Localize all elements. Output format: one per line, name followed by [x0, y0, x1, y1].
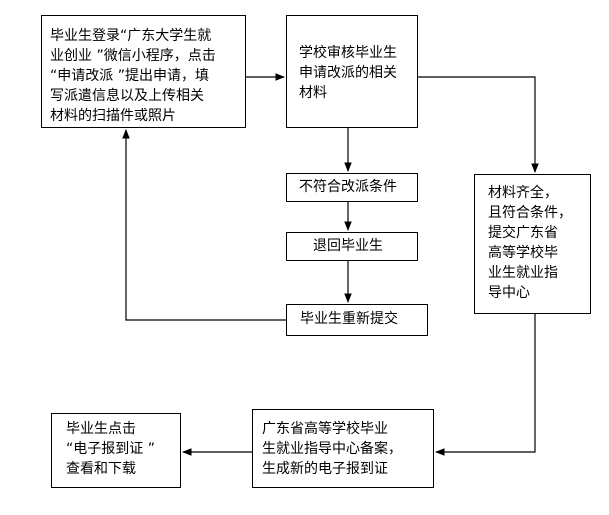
step-school-review-text: 学校审核毕业生 申请改派的相关 材料 [299, 45, 397, 101]
step-download-text: 毕业生点击 “电子报到证 ” 查看和下载 [66, 421, 155, 477]
step-download: 毕业生点击 “电子报到证 ” 查看和下载 [51, 413, 181, 488]
arrow-review-to-eligible [418, 76, 539, 173]
step-school-review: 学校审核毕业生 申请改派的相关 材料 [286, 15, 418, 128]
step-resubmit-text: 毕业生重新提交 [300, 311, 398, 327]
step-center-record: 广东省高等学校毕业 生就业指导中心备案， 生成新的电子报到证 [252, 409, 434, 488]
step-not-eligible: 不符合改派条件 [286, 173, 418, 202]
step-eligible-submit: 材料齐全， 且符合条件， 提交广东省 高等学校毕 业生就业指 导中心 [474, 174, 591, 314]
arrow-eligible-to-center [435, 314, 536, 456]
arrow-resubmit-to-login [122, 129, 286, 321]
step-returned: 退回毕业生 [286, 232, 418, 261]
step-not-eligible-text: 不符合改派条件 [299, 179, 397, 195]
step-eligible-submit-text: 材料齐全， 且符合条件， 提交广东省 高等学校毕 业生就业指 导中心 [488, 185, 572, 301]
step-resubmit: 毕业生重新提交 [286, 304, 428, 336]
step-login-apply-text: 毕业生登录“广东大学生就 业创业 ”微信小程序，点击 “申请改派 ”提出申请，填… [50, 28, 216, 124]
step-center-record-text: 广东省高等学校毕业 生就业指导中心备案， 生成新的电子报到证 [262, 421, 402, 477]
step-login-apply: 毕业生登录“广东大学生就 业创业 ”微信小程序，点击 “申请改派 ”提出申请，填… [41, 15, 246, 128]
step-returned-text: 退回毕业生 [313, 238, 383, 254]
